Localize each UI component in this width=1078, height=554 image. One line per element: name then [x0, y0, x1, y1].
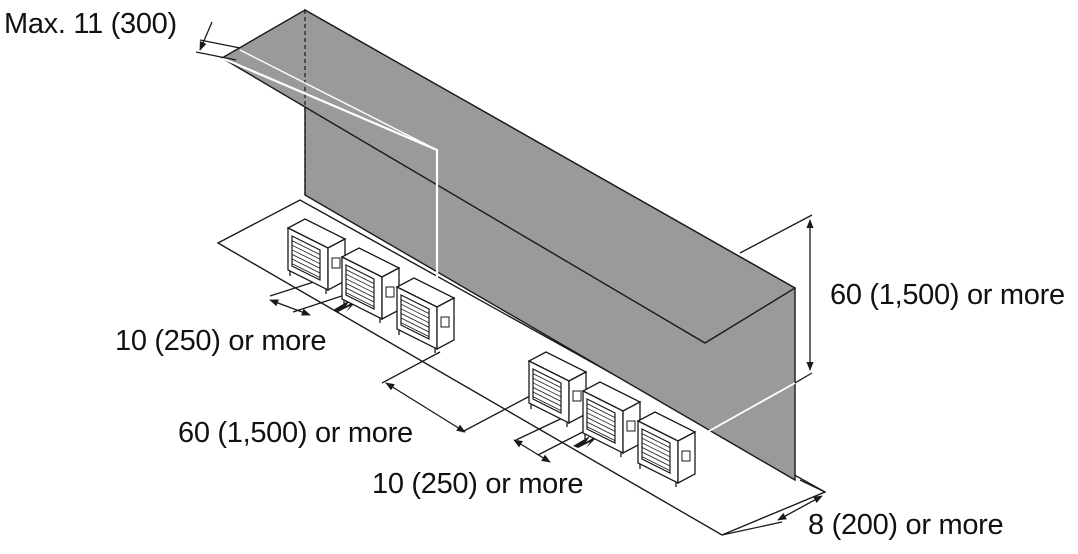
height-guide-line-2 [239, 49, 438, 151]
outdoor-unit [286, 218, 347, 294]
outdoor-unit [340, 247, 401, 323]
label-wall-clearance: 8 (200) or more [808, 509, 1004, 541]
outdoor-unit [636, 411, 697, 487]
wall-top [220, 9, 797, 344]
label-wall-height: 60 (1,500) or more [830, 279, 1065, 311]
label-unit-gap-1: 10 (250) or more [115, 325, 327, 357]
wall-guide-line [692, 382, 796, 441]
airflow-arrow-1 [333, 298, 360, 312]
dim-wall-clearance [721, 479, 826, 536]
dim-row-gap [381, 351, 531, 433]
label-row-gap: 60 (1,500) or more [178, 417, 413, 449]
dim-wall-height [739, 214, 814, 384]
outdoor-unit [395, 277, 456, 353]
label-max-height: Max. 11 (300) [4, 8, 177, 40]
outdoor-unit [581, 381, 642, 457]
airflow-arrow-2 [573, 434, 600, 448]
outdoor-unit [527, 351, 588, 427]
label-unit-gap-2: 10 (250) or more [372, 468, 584, 500]
dim-max-height [195, 21, 241, 61]
